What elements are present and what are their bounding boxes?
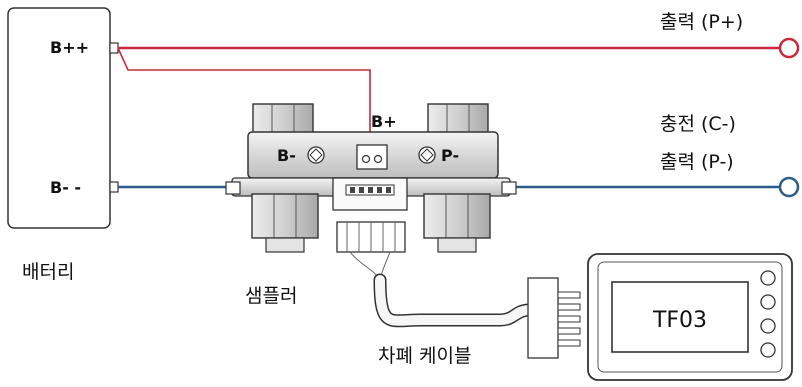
display-model-label: TF03 (652, 308, 707, 333)
sampler: B- B+ P- 샘플러 (225, 103, 517, 307)
display-button-2 (760, 294, 776, 310)
display-button-3 (760, 318, 776, 334)
sampler-label: 샘플러 (245, 285, 297, 307)
display-screen (611, 281, 749, 353)
sampler-b-plus-label: B+ (371, 112, 397, 131)
b-plus-connector (356, 144, 388, 170)
left-lower-nut (251, 193, 319, 239)
charge-label: 충전 (C-) (660, 113, 736, 135)
display-button-1 (760, 270, 776, 286)
negative-wire (118, 176, 800, 198)
sampler-p-minus-label: P- (441, 146, 459, 165)
negative-output-label: 출력 (P-) (660, 151, 734, 173)
p-minus-screw-icon (418, 146, 436, 164)
shielded-cable: 차폐 케이블 (336, 221, 581, 367)
negative-output-terminal (778, 176, 800, 198)
cable-plug-display (527, 277, 559, 359)
battery-label: 배터리 (22, 261, 74, 283)
sampler-b-minus-label: B- (277, 146, 296, 165)
b-minus-screw-icon (307, 146, 325, 164)
battery-body (7, 7, 111, 229)
positive-output-terminal (778, 37, 800, 59)
battery-negative-terminal (109, 181, 119, 193)
right-bolt-head (427, 103, 489, 135)
battery-positive-terminal (109, 42, 119, 54)
battery: B++ B- - 배터리 (7, 7, 119, 283)
cable-label: 차폐 케이블 (378, 345, 471, 367)
display-unit: TF03 (587, 253, 793, 381)
display-button-4 (760, 342, 776, 358)
battery-positive-terminal-label: B++ (50, 38, 89, 57)
battery-negative-terminal-label: B- - (50, 178, 81, 197)
positive-wire (117, 37, 800, 150)
right-lower-nut (423, 193, 491, 239)
left-bolt-head (252, 103, 314, 135)
positive-output-label: 출력 (P+) (660, 11, 743, 33)
